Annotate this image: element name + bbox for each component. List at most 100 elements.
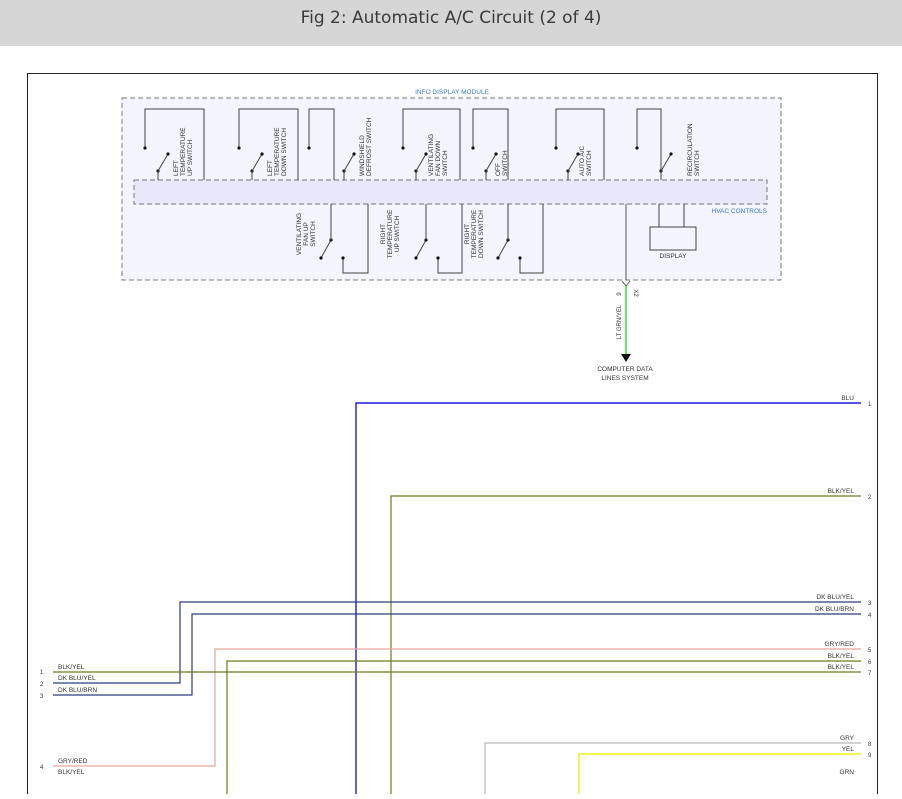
switch-blade <box>157 153 169 172</box>
switch-contact <box>635 146 639 150</box>
wire-dk-blu-yel <box>53 601 861 684</box>
right-pin: 8 <box>868 742 872 748</box>
bottom-switch: RIGHTTEMPERATUREDOWN SWITCH <box>464 204 544 274</box>
bottom-switch-label: RIGHTTEMPERATUREDOWN SWITCH <box>464 209 485 258</box>
top-switch-label-line: VENTILATING <box>428 134 435 176</box>
left-pin: 2 <box>40 682 44 688</box>
figure-title: Fig 2: Automatic A/C Circuit (2 of 4) <box>300 8 602 28</box>
connector-ref: X2 <box>632 289 638 297</box>
destination-line-2: LINES SYSTEM <box>601 375 648 382</box>
right-pin: 6 <box>868 660 872 666</box>
top-switch-label-line: TEMPERATURE <box>180 127 187 176</box>
switch-frame <box>555 108 605 180</box>
top-switch-label-line: SWITCH <box>442 150 449 176</box>
switch-blade <box>485 153 497 172</box>
switch-contact <box>496 256 500 260</box>
top-switch-label-line: TEMPERATURE <box>274 127 281 176</box>
left-wire-label: GRY/RED <box>58 758 88 765</box>
switch-contact <box>260 152 264 156</box>
display-label: DISPLAY <box>660 253 688 260</box>
right-wire-label: DK BLU/BRN <box>815 606 854 613</box>
top-switch-label-line: DOWN SWITCH <box>281 128 288 176</box>
top-switch-label-line: LEFT <box>267 160 274 176</box>
top-switch-label: LEFTTEMPERATUREUP SWITCH <box>173 127 194 176</box>
top-switch-label-line: SWITCH <box>694 150 701 176</box>
right-pin: 3 <box>868 601 872 607</box>
switch-contact <box>401 146 405 150</box>
switch-frame <box>144 108 205 180</box>
bottom-switch-group: VENTILATINGFAN UPSWITCH RIGHTTEMPERATUREU… <box>296 204 544 274</box>
top-switch: AUTO A/CSWITCH <box>554 108 605 180</box>
top-switch: OFFSWITCH <box>471 108 509 180</box>
top-switch-label-line: FAN DOWN <box>435 141 442 176</box>
top-switch-label-line: UP SWITCH <box>187 139 194 176</box>
switch-contact <box>471 146 475 150</box>
switch-contact <box>669 152 673 156</box>
switch-frame <box>238 108 299 180</box>
bottom-switch-label-line: VENTILATING <box>296 213 303 255</box>
switch-frame <box>472 108 509 180</box>
switch-contact <box>307 146 311 150</box>
top-switch-label-line: SWITCH <box>586 150 593 176</box>
switch-contact <box>576 152 580 156</box>
left-pin: 4 <box>40 765 44 771</box>
data-arrow-icon <box>621 354 631 362</box>
switch-blade <box>251 153 263 172</box>
switch-frame <box>519 204 544 274</box>
top-switch-label-line: WINDSHIELD <box>359 135 366 176</box>
bottom-switch-label-line: FAN UP <box>303 222 310 245</box>
left-pin: 3 <box>40 694 44 700</box>
bottom-switch-label-line: RIGHT <box>380 224 387 244</box>
switch-frame <box>437 204 463 274</box>
switch-contact <box>424 152 428 156</box>
top-switch-label: WINDSHIELDDEFROST SWITCH <box>359 117 373 176</box>
right-wire-label: BLK/YEL <box>828 488 855 495</box>
bottom-switch-label: RIGHTTEMPERATUREUP SWITCH <box>380 209 401 258</box>
right-pin: 7 <box>868 671 872 677</box>
switch-contact <box>554 146 558 150</box>
figure-header: Fig 2: Automatic A/C Circuit (2 of 4) <box>0 0 902 46</box>
switch-blade <box>415 153 427 172</box>
wire-gry <box>484 742 861 794</box>
right-wire-label: GRN <box>840 769 855 776</box>
destination-line-1: COMPUTER DATA <box>597 366 653 373</box>
wire-gry-red <box>53 648 861 767</box>
switch-contact <box>436 256 440 260</box>
switch-blade <box>415 239 427 259</box>
switch-contact <box>494 152 498 156</box>
switch-contact <box>237 146 241 150</box>
top-switch-label-line: LEFT <box>173 160 180 176</box>
left-pin: 1 <box>40 670 44 676</box>
bottom-switch-label-line: SWITCH <box>310 221 317 247</box>
bottom-switch-label-line: TEMPERATURE <box>471 209 478 258</box>
right-pin: 9 <box>868 753 872 759</box>
right-wire-label: DK BLU/YEL <box>816 594 854 601</box>
switch-blade <box>567 153 579 172</box>
bottom-switch-label-line: DOWN SWITCH <box>478 210 485 258</box>
hvac-controls-label: HVAC CONTROLS <box>712 208 768 215</box>
wire-blk-yel-2 <box>390 495 861 794</box>
switch-contact <box>414 256 418 260</box>
right-pin: 4 <box>868 613 872 619</box>
right-wire-label: BLK/YEL <box>828 664 855 671</box>
bottom-switch: RIGHTTEMPERATUREUP SWITCH <box>380 204 463 274</box>
wire-yel <box>578 753 861 794</box>
wire-dk-blu-brn <box>53 613 861 696</box>
right-pin: 2 <box>868 495 872 501</box>
right-pin: 5 <box>868 648 872 654</box>
switch-contact <box>143 146 147 150</box>
top-switch: LEFTTEMPERATUREUP SWITCH <box>143 108 205 180</box>
left-wire-label: DK BLU/BRN <box>58 687 97 694</box>
top-switch-label: LEFTTEMPERATUREDOWN SWITCH <box>267 127 288 176</box>
bottom-switch-label-line: RIGHT <box>464 224 471 244</box>
top-switch-label-line: SWITCH <box>502 150 509 176</box>
bottom-switch: VENTILATINGFAN UPSWITCH <box>296 204 369 274</box>
switch-contact <box>352 152 356 156</box>
switch-contact <box>319 256 323 260</box>
top-switch-label: VENTILATINGFAN DOWNSWITCH <box>428 134 449 176</box>
left-wire-label: BLK/YEL <box>58 664 85 671</box>
switch-contact <box>341 256 345 260</box>
switch-frame <box>636 108 662 180</box>
switch-contact <box>518 256 522 260</box>
